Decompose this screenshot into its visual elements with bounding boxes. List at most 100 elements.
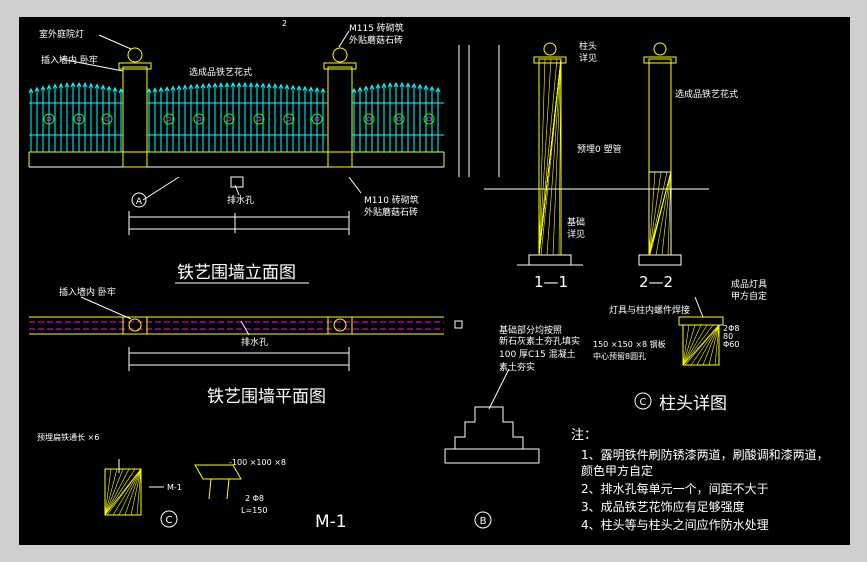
ornament-center xyxy=(226,116,232,122)
hatch-line xyxy=(540,58,562,256)
drain-hole-mark xyxy=(230,176,244,188)
elevation-title: 铁艺围墙立面图 xyxy=(177,263,296,283)
hatch-line xyxy=(104,468,118,516)
picket-spear-tip xyxy=(94,83,100,89)
post-head-label-bolt: 2Φ8 xyxy=(723,324,739,333)
picket-spear-tip xyxy=(363,85,369,91)
hatch-line xyxy=(682,324,690,366)
picket-spear-tip xyxy=(272,83,278,89)
pillar-left xyxy=(118,47,152,168)
picket-spear-tip xyxy=(28,87,34,94)
post-head-detail: 成品灯具 甲方自定 灯具与柱内螺件焊接 150 ×150 ×8 钢板 中心预留8… xyxy=(593,278,767,414)
label-outdoor-light: 室外庭院灯 xyxy=(39,28,84,40)
section-title-2-2: 2—2 xyxy=(639,273,673,291)
section-label-detail: 详见 xyxy=(579,52,597,64)
hatch-line xyxy=(648,171,668,256)
picket-spear-tip xyxy=(52,83,58,89)
picket-spear-tip xyxy=(411,82,417,89)
plan-label-insert-wall: 插入墙内 卧牢 xyxy=(59,286,116,298)
axis-b-label: B xyxy=(480,516,487,527)
picket-spear-tip xyxy=(308,86,314,92)
plan-drawing: 插入墙内 卧牢 排水孔 铁艺围墙平面图 xyxy=(29,286,463,407)
picket-spear-tip xyxy=(314,86,320,93)
picket-spear-tip xyxy=(260,82,266,88)
hatch-line xyxy=(682,324,702,366)
picket-spear-tip xyxy=(170,85,176,91)
ornament-flower xyxy=(223,113,235,125)
hatch-line xyxy=(696,324,720,366)
post-head-label-lamp: 成品灯具 xyxy=(731,278,767,290)
hatch-line xyxy=(661,171,672,256)
picket-spear-tip xyxy=(248,82,254,88)
label-m110: M110 砖砌筑 xyxy=(364,194,419,206)
picket-spear-tip xyxy=(58,82,64,89)
post-head-label-dim: 80 xyxy=(723,332,733,341)
post-head-label-plate: 150 ×150 ×8 钢板 xyxy=(593,339,666,349)
embed-label-plate: -100 ×100 ×8 xyxy=(229,458,286,467)
picket-spear-tip xyxy=(284,84,290,90)
picket-spear-tip xyxy=(88,82,94,89)
picket-spear-tip xyxy=(76,81,82,88)
picket-spear-tip xyxy=(357,86,363,92)
hatch-line xyxy=(124,468,142,516)
ornament-center xyxy=(104,116,110,122)
hatch-line xyxy=(538,58,552,256)
ornament-flower xyxy=(193,113,205,125)
ornament-center xyxy=(314,116,320,122)
picket-spear-tip xyxy=(320,87,326,93)
hatch-line xyxy=(104,468,112,516)
embed-label-bars: 2 Φ8 xyxy=(245,494,264,503)
post-head-label-phi: Φ60 xyxy=(723,340,739,349)
notes-block: 注： 1、露明铁件刷防锈漆两道，刷酸调和漆两道， 颜色甲方自定 2、排水孔每单元… xyxy=(571,428,829,532)
section-label-foundation-2: 详见 xyxy=(567,228,585,240)
ornament-center xyxy=(166,116,172,122)
picket-spear-tip xyxy=(158,86,164,92)
section-label-foundation-1: 基础 xyxy=(567,216,585,228)
ornament-flower xyxy=(283,113,295,125)
picket-spear-tip xyxy=(224,81,230,88)
section-label-fence-pattern: 选成品铁艺花式 xyxy=(675,88,738,100)
ornament-flower xyxy=(393,113,405,125)
ornament-center xyxy=(426,116,432,122)
hatch-line xyxy=(648,171,656,256)
hatch-line xyxy=(682,324,708,366)
post-head-title: 柱头详图 xyxy=(659,394,727,414)
picket-spear-tip xyxy=(417,83,423,89)
picket-spear-tip xyxy=(369,84,375,90)
axis-c-label: C xyxy=(640,397,647,408)
picket-spear-tip xyxy=(118,87,124,94)
section-label-post-head: 柱头 xyxy=(579,40,597,52)
fence-ornaments xyxy=(43,113,435,125)
hatch-line xyxy=(684,324,720,366)
embed-label-m1: M-1 xyxy=(167,483,182,492)
ornament-flower xyxy=(423,113,435,125)
picket-spear-tip xyxy=(146,87,152,94)
picket-spear-tip xyxy=(218,82,224,88)
picket-spear-tip xyxy=(182,84,188,90)
axis-a-label: A xyxy=(136,197,143,207)
axis-a-marker xyxy=(131,192,147,208)
label-facing-bottom: 外贴蘑菇石砖 xyxy=(364,206,418,218)
picket-spear-tip xyxy=(405,82,411,88)
embed-axis-marker xyxy=(160,510,178,528)
ornament-flower xyxy=(311,113,323,125)
hatch-line xyxy=(104,468,136,516)
label-facing-top: 外贴蘑菇石砖 xyxy=(349,34,403,46)
picket-spear-tip xyxy=(152,87,158,93)
picket-spear-tip xyxy=(387,82,393,88)
section-label-pipe: 预埋0 塑管 xyxy=(577,143,622,155)
picket-spear-tip xyxy=(242,81,248,88)
embed-label-top: 预埋扁铁通长 ×6 xyxy=(37,432,99,442)
hatch-line xyxy=(106,468,142,516)
hatch-line xyxy=(708,324,720,366)
ornament-center xyxy=(76,116,82,122)
ornament-center xyxy=(396,116,402,122)
hatch-line xyxy=(104,468,130,516)
embed-detail: 预埋扁铁通长 ×6 M-1 -100 ×100 ×8 2 Φ8 L=150 M-… xyxy=(37,432,347,532)
picket-spear-tip xyxy=(188,83,194,90)
picket-spear-tip xyxy=(206,82,212,88)
hatch-line xyxy=(648,171,662,256)
hatch-line xyxy=(538,58,558,256)
picket-spear-tip xyxy=(296,85,302,91)
hatch-line xyxy=(552,58,562,256)
